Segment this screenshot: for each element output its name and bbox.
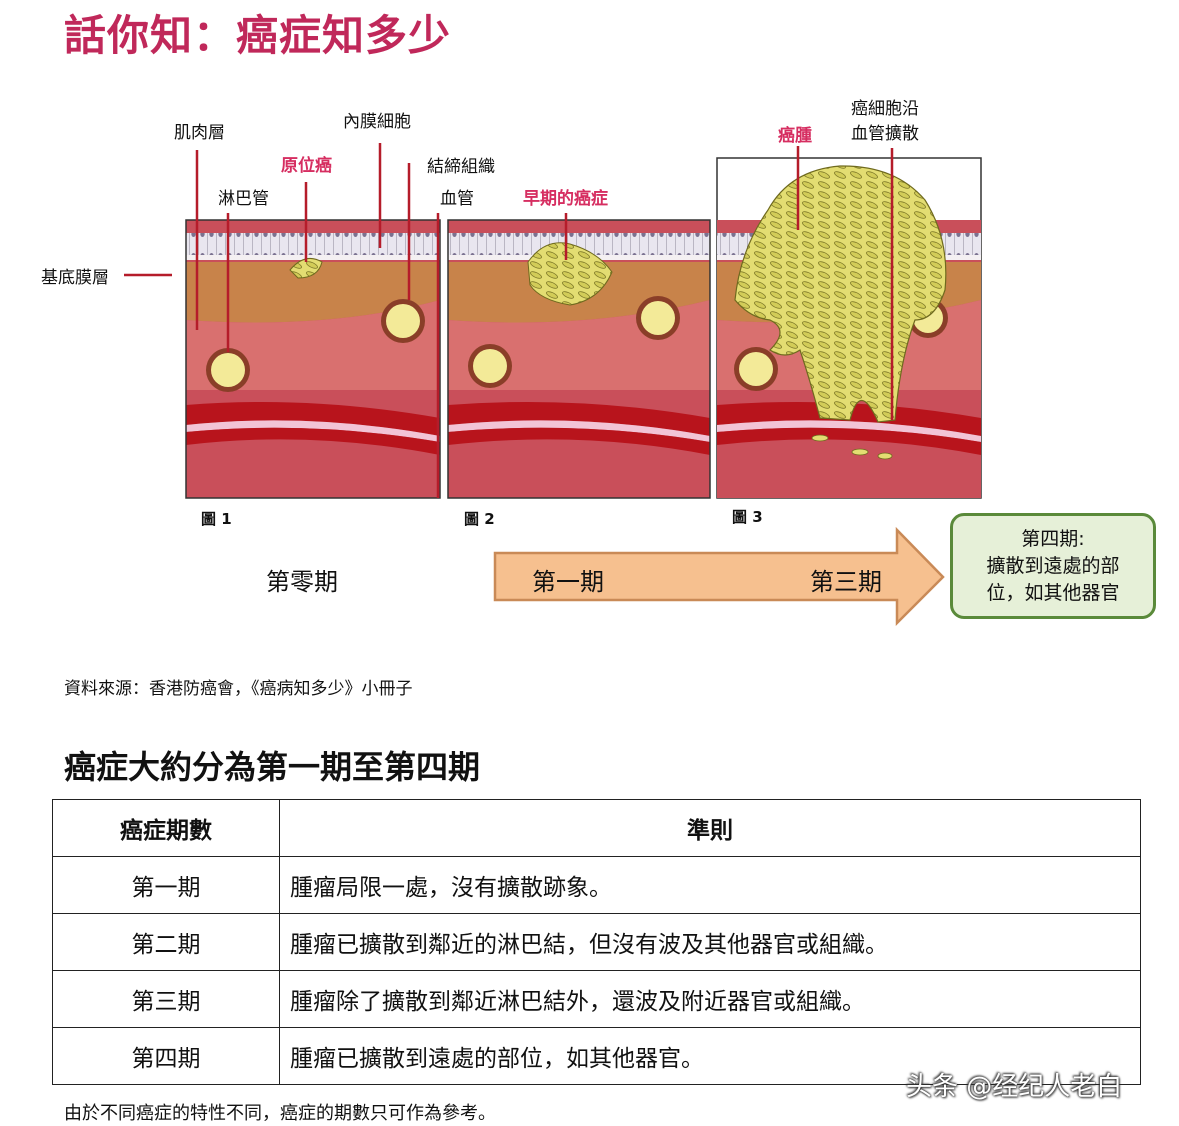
cancer-stage-diagram [124, 143, 982, 627]
header-criteria: 準則 [279, 799, 1141, 857]
figure-1-panel [186, 220, 440, 498]
table-row: 第三期 腫瘤除了擴散到鄰近淋巴結外，還波及附近器官或組織。 [52, 970, 1141, 1028]
stage-3-label: 第三期 [810, 568, 882, 596]
label-in-situ: 原位癌 [281, 156, 332, 176]
label-inner-cells: 內膜細胞 [343, 112, 411, 132]
watermark: 头条 @经纪人老白 [906, 1072, 1123, 1102]
label-connective-tissue: 結締組織 [427, 157, 495, 177]
label-basement-membrane: 基底膜層 [41, 268, 109, 288]
stage-4-box: 第四期: 擴散到遠處的部 位，如其他器官 [950, 513, 1156, 619]
table-header-row: 癌症期數 準則 [52, 799, 1141, 857]
figure-2-label: 圖 2 [464, 510, 495, 528]
label-lymph-vessel: 淋巴管 [218, 189, 269, 209]
label-muscle-layer: 肌肉層 [174, 123, 225, 143]
figure-2-panel [448, 220, 710, 498]
stage-4-desc-2: 位，如其他器官 [986, 581, 1120, 604]
section-title: 癌症大約分為第一期至第四期 [64, 748, 481, 786]
stage-0-label: 第零期 [266, 568, 338, 596]
stage-progress-arrow [493, 526, 945, 627]
figure-3-label: 圖 3 [732, 508, 763, 526]
label-cancer-spread-1: 癌細胞沿 [851, 99, 919, 119]
label-cancer-spread-2: 血管擴散 [851, 124, 919, 144]
label-blood-vessel: 血管 [440, 189, 474, 209]
criteria-cell: 腫瘤局限一處，沒有擴散跡象。 [279, 856, 1141, 914]
table-row: 第二期 腫瘤已擴散到鄰近的淋巴結，但沒有波及其他器官或組織。 [52, 913, 1141, 971]
page-title: 話你知：癌症知多少 [64, 11, 452, 60]
criteria-cell: 腫瘤除了擴散到鄰近淋巴結外，還波及附近器官或組織。 [279, 970, 1141, 1028]
label-early-cancer: 早期的癌症 [523, 189, 608, 209]
stage-cell: 第四期 [52, 1027, 280, 1085]
stage-cell: 第三期 [52, 970, 280, 1028]
stage-4-title: 第四期: [1021, 527, 1085, 550]
label-tumor: 癌腫 [778, 126, 812, 146]
stage-1-label: 第一期 [532, 568, 604, 596]
criteria-cell: 腫瘤已擴散到鄰近的淋巴結，但沒有波及其他器官或組織。 [279, 913, 1141, 971]
footnote: 由於不同癌症的特性不同，癌症的期數只可作為參考。 [64, 1103, 496, 1124]
table-row: 第四期 腫瘤已擴散到遠處的部位，如其他器官。 [52, 1027, 1141, 1085]
stage-cell: 第一期 [52, 856, 280, 914]
stage-cell: 第二期 [52, 913, 280, 971]
source-note: 資料來源：香港防癌會，《癌病知多少》小冊子 [64, 679, 413, 699]
table-row: 第一期 腫瘤局限一處，沒有擴散跡象。 [52, 856, 1141, 914]
header-stage: 癌症期數 [52, 799, 280, 857]
label-leader-lines [124, 143, 894, 498]
figure-1-label: 圖 1 [201, 510, 232, 528]
stage-table: 癌症期數 準則 第一期 腫瘤局限一處，沒有擴散跡象。 第二期 腫瘤已擴散到鄰近的… [52, 799, 1141, 1085]
stage-4-desc-1: 擴散到遠處的部 [986, 554, 1120, 577]
criteria-cell: 腫瘤已擴散到遠處的部位，如其他器官。 [279, 1027, 1141, 1085]
